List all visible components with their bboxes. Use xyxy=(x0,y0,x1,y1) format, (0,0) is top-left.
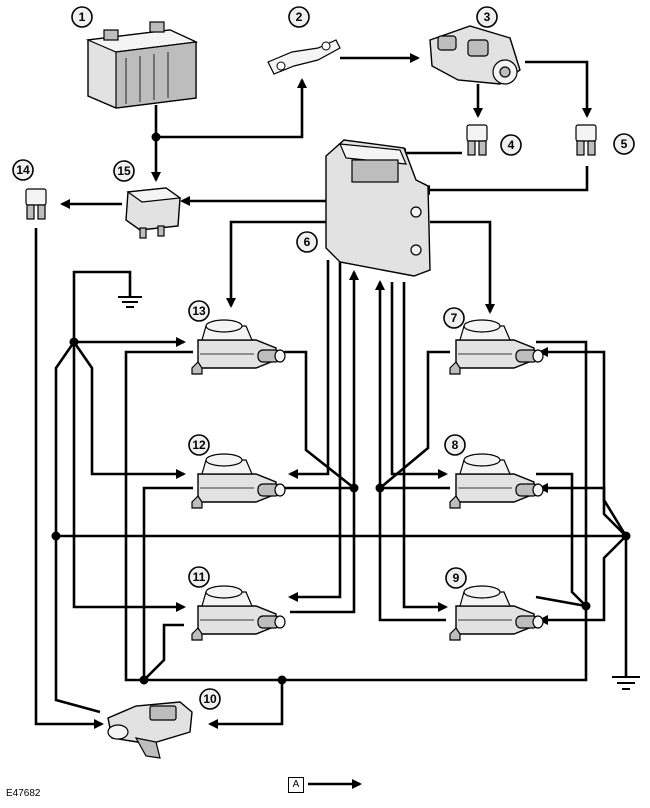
badge-10: 10 xyxy=(199,688,221,710)
wire-coil-13-return xyxy=(124,350,282,682)
badge-6: 6 xyxy=(296,231,318,253)
badge-11-label: 11 xyxy=(193,570,206,584)
junction-nodes xyxy=(51,132,631,685)
badge-8-label: 8 xyxy=(452,438,459,452)
badge-2-label: 2 xyxy=(296,10,303,24)
wire-supply-to-coil-9 xyxy=(538,535,627,625)
wire-ecm-to-coil-9 xyxy=(402,282,448,612)
badge-15-label: 15 xyxy=(117,164,131,178)
badge-11: 11 xyxy=(188,566,210,588)
badge-7-label: 7 xyxy=(451,311,458,325)
wire-supply-to-coil-8 xyxy=(538,483,627,537)
wire-coil-11-return xyxy=(143,623,184,681)
ecm-drawing xyxy=(325,139,431,277)
wire-supply-to-sensor xyxy=(54,341,101,714)
badge-3: 3 xyxy=(476,6,498,28)
wiring xyxy=(34,53,640,729)
figure-code: E47682 xyxy=(6,788,41,799)
wire-coil-13-signal xyxy=(284,350,355,490)
badge-4: 4 xyxy=(500,134,522,156)
badge-5: 5 xyxy=(613,133,635,155)
fuse-14-drawing xyxy=(25,188,47,220)
wire-node-to-coil-9 xyxy=(378,488,446,622)
badge-10-label: 10 xyxy=(203,692,217,706)
wire-ecm-to-coil-7 xyxy=(430,220,495,314)
badge-4-label: 4 xyxy=(508,138,515,152)
badge-7: 7 xyxy=(443,307,465,329)
wire-ecm-to-coil-12 xyxy=(288,260,330,479)
wire-coil-7-signal xyxy=(379,350,450,489)
wire-ecm-to-coil-8 xyxy=(390,282,448,479)
coil-11-drawing xyxy=(191,585,286,641)
badge-14: 14 xyxy=(12,159,34,181)
wire-return-to-sensor xyxy=(208,680,284,729)
legend-box-a: A xyxy=(288,777,304,793)
fuse-4-drawing xyxy=(466,124,488,156)
badge-1: 1 xyxy=(71,6,93,28)
badge-12-label: 12 xyxy=(192,438,206,452)
badge-9: 9 xyxy=(445,567,467,589)
sensor-connector-drawing xyxy=(107,701,193,759)
wire-fuse-14-to-sensor xyxy=(34,228,104,729)
coil-9-drawing xyxy=(449,585,544,641)
wire-right-return-bus xyxy=(282,606,588,682)
badge-3-label: 3 xyxy=(484,10,491,24)
wire-node-to-coil-11 xyxy=(290,488,356,614)
wire-supply-to-coil-7 xyxy=(538,347,628,537)
coil-12-drawing xyxy=(191,453,286,509)
badge-8: 8 xyxy=(444,434,466,456)
wire-ecm-to-coil-13 xyxy=(226,220,326,308)
badge-12: 12 xyxy=(188,434,210,456)
coil-7-drawing xyxy=(449,319,544,375)
wire-coil-7-return xyxy=(536,340,588,606)
wire-ground-upper xyxy=(72,270,132,340)
badge-13-label: 13 xyxy=(192,304,206,318)
wire-coil-12-return xyxy=(142,486,193,680)
coil-13-drawing xyxy=(191,319,286,375)
wire-battery-to-fusible-link xyxy=(156,78,307,139)
battery-drawing xyxy=(85,21,199,109)
badge-14-label: 14 xyxy=(16,163,30,177)
wire-supply-to-coil-11 xyxy=(72,342,186,612)
badge-5-label: 5 xyxy=(621,137,628,151)
fusible-link-drawing xyxy=(267,39,341,75)
badge-15: 15 xyxy=(113,160,135,182)
wire-ecm-to-coil-11 xyxy=(288,260,342,602)
wire-fuse-5-to-ecm xyxy=(420,166,589,195)
wire-coil-8-return xyxy=(536,472,587,607)
badge-6-label: 6 xyxy=(304,235,311,249)
badge-9-label: 9 xyxy=(453,571,460,585)
fuse-5-drawing xyxy=(575,124,597,156)
badge-13: 13 xyxy=(188,300,210,322)
relay-drawing xyxy=(125,187,182,239)
wire-coil-9-return xyxy=(535,595,587,608)
badge-1-label: 1 xyxy=(79,10,86,24)
coil-8-drawing xyxy=(449,453,544,509)
ignition-switch-drawing xyxy=(429,25,521,85)
wire-switch-to-fuse-5 xyxy=(525,60,592,118)
badge-2: 2 xyxy=(288,6,310,28)
wire-supply-to-coil-12 xyxy=(72,341,186,479)
